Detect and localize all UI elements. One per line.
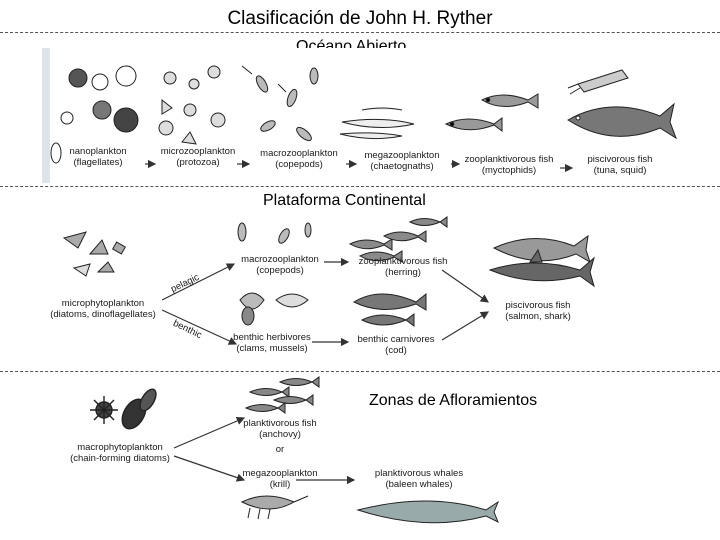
shelf-carnivores-label: benthic carnivores(cod) bbox=[357, 334, 435, 356]
scan-edge bbox=[42, 48, 50, 183]
krill-icon bbox=[240, 495, 309, 520]
flagellate-icons bbox=[50, 65, 139, 164]
continental-shelf-heading: Plataforma Continental bbox=[263, 192, 426, 209]
salmon-icon bbox=[492, 234, 591, 264]
clam-icons bbox=[239, 292, 309, 326]
upwelling-or-label: or bbox=[275, 444, 285, 455]
shelf-herbivores-label: benthic herbivores(clams, mussels) bbox=[233, 332, 311, 354]
shark-icon bbox=[488, 248, 595, 288]
cod-icons bbox=[352, 292, 427, 327]
baleen-whale-icon bbox=[356, 500, 500, 524]
upwelling-panel: macrophytoplankton(chain-forming diatoms… bbox=[64, 374, 524, 534]
stage-megazooplankton: megazooplankton(chaetognaths) bbox=[364, 150, 440, 172]
divider-2 bbox=[0, 371, 720, 372]
shelf-piscivorous-label: piscivorous fish(salmon, shark) bbox=[505, 300, 571, 322]
upwelling-fish-label: planktivorous fish(anchovy) bbox=[243, 418, 317, 440]
protozoa-icons bbox=[158, 65, 226, 145]
stage-nanoplankton: nanoplankton(flagellates) bbox=[69, 146, 127, 168]
herring-icons bbox=[348, 216, 448, 263]
upwelling-illustration bbox=[90, 376, 500, 524]
shelf-copepod-icons bbox=[237, 222, 312, 244]
open-ocean-arrows bbox=[145, 159, 574, 173]
shelf-arrows bbox=[161, 257, 490, 347]
upwelling-whales-label: planktivorous whales(baleen whales) bbox=[374, 468, 464, 490]
divider-top bbox=[0, 32, 720, 33]
squid-icon bbox=[567, 69, 629, 95]
divider-1 bbox=[0, 186, 720, 187]
open-ocean-illustration bbox=[42, 48, 677, 183]
shelf-zooplanktivorous-label: zooplanktivorous fish(herring) bbox=[358, 256, 448, 278]
stage-piscivorous-fish: piscivorous fish(tuna, squid) bbox=[587, 154, 653, 176]
stage-macrozooplankton: macrozooplankton(copepods) bbox=[260, 148, 338, 170]
tuna-icon bbox=[567, 102, 677, 140]
upwelling-arrows bbox=[173, 416, 356, 485]
stage-zooplanktivorous-fish: zooplanktivorous fish(myctophids) bbox=[464, 154, 554, 176]
copepod-icons bbox=[241, 65, 319, 142]
chain-diatom-icons bbox=[90, 388, 157, 430]
anchovy-icons bbox=[244, 376, 320, 414]
upwelling-heading: Zonas de Afloramientos bbox=[369, 392, 538, 409]
chaetognath-icons bbox=[339, 107, 415, 140]
upwelling-krill-label: megazooplankton(krill) bbox=[242, 468, 318, 490]
upwelling-source-label: macrophytoplankton(chain-forming diatoms… bbox=[70, 442, 170, 464]
page-title: Clasificación de John H. Ryther bbox=[227, 8, 493, 29]
shelf-source-label: microphytoplankton(diatoms, dinoflagella… bbox=[50, 298, 156, 320]
stage-microzooplankton: microzooplankton(protozoa) bbox=[160, 146, 236, 168]
continental-shelf-panel: microphytoplankton(diatoms, dinoflagella… bbox=[44, 214, 604, 362]
open-ocean-panel: nanoplankton(flagellates) microzooplankt… bbox=[42, 48, 690, 183]
continental-shelf-illustration bbox=[62, 216, 595, 347]
myctophid-icons bbox=[444, 93, 539, 132]
shelf-macrozooplankton-label: macrozooplankton(copepods) bbox=[241, 254, 319, 276]
diatom-icons bbox=[62, 231, 127, 277]
